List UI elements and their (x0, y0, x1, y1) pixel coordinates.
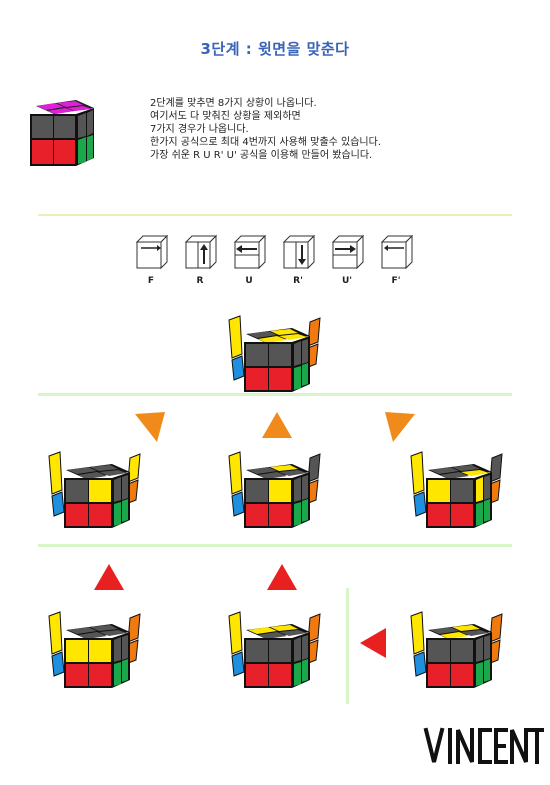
notation-label: R' (293, 276, 303, 286)
goal-cube (228, 315, 321, 392)
case-cube (48, 611, 141, 688)
notation-r-prime: R' (280, 232, 316, 286)
notation-label: F (147, 276, 155, 286)
front-quarter-turn-icon (135, 234, 169, 270)
notation-f: F (133, 232, 169, 286)
case-cube (228, 451, 321, 528)
case-cube (48, 451, 141, 528)
divider-middle-1 (38, 393, 512, 396)
intro-line: 7가지 경우가 나옵니다. (150, 124, 249, 135)
intro-line: 2단계를 맞추면 8가지 상황이 나옵니다. (150, 98, 317, 109)
arrow-up-icon (267, 564, 297, 590)
top-row-left-arrow-icon (233, 234, 267, 270)
notation-label: U (245, 276, 253, 286)
arrow-up-icon (262, 412, 292, 438)
arrow-down-left-icon (385, 412, 415, 442)
case-cube (410, 451, 503, 528)
vincent-logo (423, 727, 544, 764)
right-column-down-arrow-icon (282, 234, 316, 270)
intro-line: 가장 쉬운 R U R' U' 공식을 이용해 만들어 봤습니다. (150, 150, 373, 161)
notation-u: U (231, 232, 267, 286)
top-row-right-arrow-icon (331, 234, 365, 270)
notation-f-prime: F' (378, 232, 414, 286)
notation-label: R (196, 276, 204, 286)
arrow-down-right-icon (135, 412, 165, 442)
intro-cube-illustration (30, 100, 94, 166)
divider-middle-2 (38, 544, 512, 547)
case-cube (228, 611, 321, 688)
notation-u-prime: U' (329, 232, 365, 286)
divider-top (38, 214, 512, 216)
divider-vertical (346, 588, 349, 704)
intro-text: 2단계를 맞추면 8가지 상황이 나옵니다. 여기서도 다 맞춰진 상황을 제외… (150, 97, 381, 162)
page-title: 3단계 : 윗면을 맞춘다 (200, 40, 350, 58)
notation-label: U' (341, 276, 353, 286)
arrow-left-icon (360, 628, 386, 658)
intro-line: 한가지 공식으로 최대 4번까지 사용해 맞출수 있습니다. (150, 137, 382, 148)
front-quarter-turn-reverse-icon (380, 234, 414, 270)
case-cube (410, 611, 503, 688)
notation-label: F' (391, 276, 401, 286)
intro-line: 여기서도 다 맞춰진 상황을 제외하면 (150, 111, 301, 122)
arrow-up-icon (94, 564, 124, 590)
right-column-up-arrow-icon (184, 234, 218, 270)
notation-r: R (182, 232, 218, 286)
